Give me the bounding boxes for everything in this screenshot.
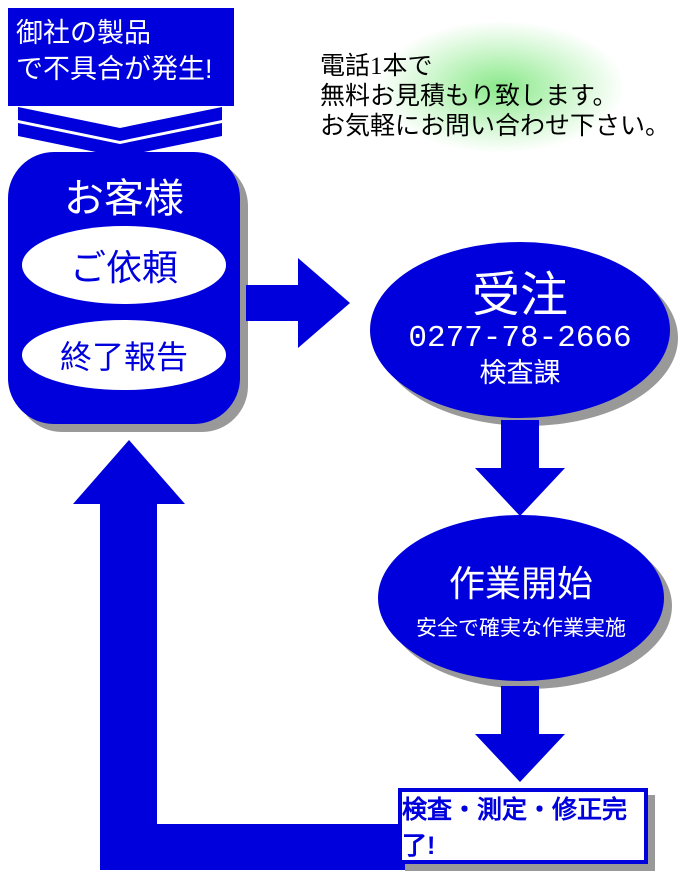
report-label: 終了報告	[59, 339, 188, 375]
work-ellipse: 作業開始 安全で確実な作業実施	[378, 515, 664, 681]
request-label: ご依頼	[69, 247, 178, 288]
work-title: 作業開始	[448, 562, 593, 604]
complete-box: 検査・測定・修正完了!	[398, 788, 648, 864]
problem-box: 御社の製品 で不具合が発生!	[8, 8, 234, 106]
order-phone-number: 0277-78-2666	[408, 321, 632, 357]
arrow-down-icon	[475, 420, 565, 516]
problem-line2: で不具合が発生!	[16, 53, 213, 84]
report-ellipse: 終了報告	[22, 320, 226, 390]
green-glow-highlight	[378, 22, 623, 152]
order-department: 検査課	[479, 357, 561, 388]
arrow-right-icon	[246, 258, 350, 348]
request-ellipse: ご依頼	[22, 226, 226, 304]
promo-line1: 電話1本で	[320, 53, 433, 80]
complete-label: 検査・測定・修正完了!	[402, 796, 628, 860]
order-title: 受注	[471, 268, 568, 322]
promo-text: 電話1本で 無料お見積もり致します。 お気軽にお問い合わせ下さい。	[320, 52, 670, 142]
customer-box: お客様 ご依頼 終了報告	[8, 152, 240, 424]
return-up-arrow-icon	[73, 440, 405, 870]
customer-title: お客様	[64, 177, 184, 221]
arrow-down-icon	[475, 686, 565, 782]
double-chevron-down-icon	[18, 107, 222, 157]
order-ellipse: 受注 0277-78-2666 検査課	[370, 242, 670, 418]
work-subtitle: 安全で確実な作業実施	[416, 616, 626, 640]
promo-line2: 無料お見積もり致します。	[320, 83, 618, 110]
promo-line3: お気軽にお問い合わせ下さい。	[320, 113, 671, 140]
problem-line1: 御社の製品	[16, 18, 151, 48]
